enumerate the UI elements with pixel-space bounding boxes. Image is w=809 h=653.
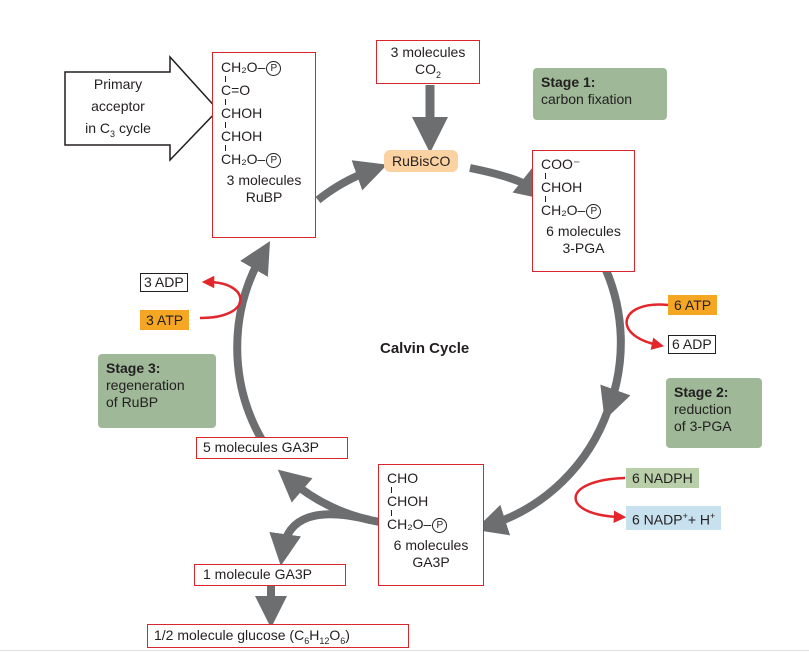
nadp-label: 6 NADP++ H+ xyxy=(626,506,722,530)
rubp-line2: C=O xyxy=(221,82,251,98)
primary-acceptor-line3: in C3 cycle xyxy=(85,120,151,139)
stage3-heading: Stage 3: xyxy=(106,360,161,376)
co2-count: 3 molecules xyxy=(390,44,466,60)
co2-formula: CO2 xyxy=(414,61,441,80)
rubp-line4: CHOH xyxy=(221,128,263,144)
nadph-label: 6 NADPH xyxy=(626,468,699,488)
adp-left-label: 3 ADP xyxy=(140,273,188,292)
nadph-arrow xyxy=(574,476,627,524)
pga-name: 3-PGA xyxy=(562,240,605,256)
rubp-line5: CH₂O–P xyxy=(221,151,315,168)
atp-left-arrow xyxy=(199,275,242,320)
cycle-arc-pga-to-ga3p xyxy=(600,268,631,421)
phosphate-icon: P xyxy=(586,203,602,219)
rubp-box: CH₂O–P C=O CHOH CHOH CH₂O–P 3 molecules … xyxy=(212,52,316,238)
stage3-box: Stage 3: regeneration of RuBP xyxy=(98,354,216,428)
stage3-text1: regeneration xyxy=(106,377,185,393)
adp-right-label: 6 ADP xyxy=(668,335,716,354)
atp-left-label: 3 ATP xyxy=(140,310,190,330)
pga-line2: CHOH xyxy=(541,179,583,195)
pga-line3: CH₂O–P xyxy=(541,202,634,219)
primary-acceptor-line1: Primary xyxy=(93,76,143,92)
stage1-box: Stage 1: carbon fixation xyxy=(533,68,667,120)
cycle-arc-rubisco-to-pga xyxy=(469,164,548,200)
glucose-box: 1/2 molecule glucose (C6H12O6) xyxy=(147,624,409,648)
stage3-text2: of RuBP xyxy=(106,394,159,410)
atp-right-arrow xyxy=(625,303,669,350)
rubisco-enzyme: RuBisCO xyxy=(384,150,459,172)
primary-acceptor-arrow xyxy=(64,55,220,162)
ga3p-line2: CHOH xyxy=(387,493,429,509)
branch-arrow xyxy=(269,510,371,566)
pga-count: 6 molecules xyxy=(546,223,621,239)
stage2-box: Stage 2: reduction of 3-PGA xyxy=(666,378,762,448)
phosphate-icon: P xyxy=(432,517,448,533)
co2-box: 3 molecules CO2 xyxy=(376,40,480,84)
ga3p-5-box: 5 molecules GA3P xyxy=(196,437,348,459)
rubp-name: RuBP xyxy=(245,189,283,205)
phosphate-icon: P xyxy=(266,60,282,76)
cycle-arc-left xyxy=(233,241,270,442)
ga3p-line3: CH₂O–P xyxy=(387,516,483,533)
primary-acceptor-label: Primary acceptor in C3 cycle xyxy=(68,73,168,145)
ga3p-box: CHO CHOH CH₂O–P 6 molecules GA3P xyxy=(378,464,484,586)
cycle-arc-ga3p-to-5 xyxy=(277,469,381,526)
stage1-text: carbon fixation xyxy=(541,91,633,107)
rubp-line1: CH₂O–P xyxy=(221,59,315,76)
stage2-heading: Stage 2: xyxy=(674,384,729,400)
ga3p-count: 6 molecules xyxy=(393,537,469,553)
pga-box: COO⁻ CHOH CH₂O–P 6 molecules 3-PGA xyxy=(532,150,635,272)
ga3p-1-box: 1 molecule GA3P xyxy=(194,564,346,586)
atp-right-label: 6 ATP xyxy=(668,295,718,315)
stage2-text2: of 3-PGA xyxy=(674,418,732,434)
ga3p-line1: CHO xyxy=(387,470,419,486)
rubp-count: 3 molecules xyxy=(226,172,302,188)
rubp-line3: CHOH xyxy=(221,105,263,121)
stage1-heading: Stage 1: xyxy=(541,74,596,90)
phosphate-icon: P xyxy=(266,152,282,168)
bottom-divider xyxy=(0,650,809,651)
stage2-text1: reduction xyxy=(674,401,732,417)
cycle-arc-ga3p-continue xyxy=(474,408,612,536)
ga3p-name: GA3P xyxy=(412,554,450,570)
primary-acceptor-line2: acceptor xyxy=(91,98,145,114)
pga-line1: COO⁻ xyxy=(541,156,581,172)
cycle-arc-rubp-to-rubisco xyxy=(315,160,388,204)
diagram-title: Calvin Cycle xyxy=(380,340,470,357)
